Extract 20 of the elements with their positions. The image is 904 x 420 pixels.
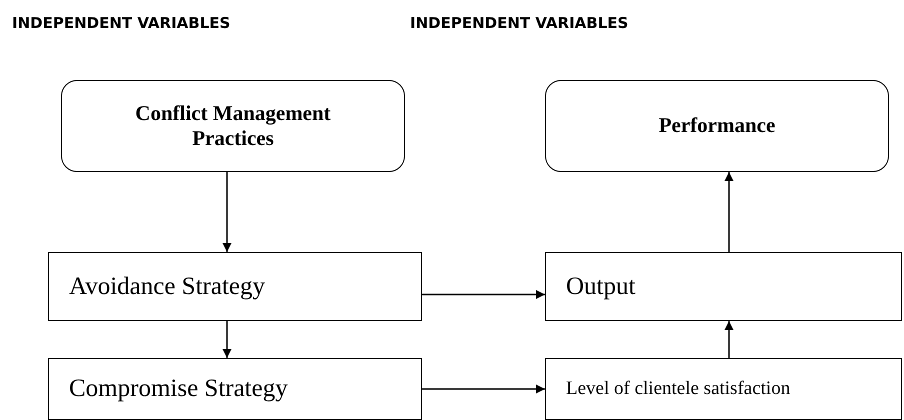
node-label: Compromise Strategy: [69, 375, 288, 403]
axis-heading: INDEPENDENT VARIABLES: [410, 14, 628, 32]
arrow: [724, 172, 734, 252]
process-box: [545, 252, 902, 321]
process-box: [48, 252, 422, 321]
arrow: [222, 321, 232, 358]
node-label: Output: [566, 272, 636, 300]
arrow: [222, 172, 232, 252]
arrow: [724, 321, 734, 358]
axis-heading: INDEPENDENT VARIABLES: [12, 14, 230, 32]
process-box: [545, 358, 902, 420]
arrow: [422, 290, 545, 299]
arrow: [422, 384, 545, 394]
rounded-box: [61, 80, 405, 172]
process-box: [48, 358, 422, 420]
node-label: Performance: [658, 113, 776, 139]
node-label: Avoidance Strategy: [69, 272, 265, 300]
node-label: Conflict Management Practices: [134, 100, 332, 152]
rounded-box: [545, 80, 889, 172]
node-label: Level of clientele satisfaction: [566, 378, 790, 400]
